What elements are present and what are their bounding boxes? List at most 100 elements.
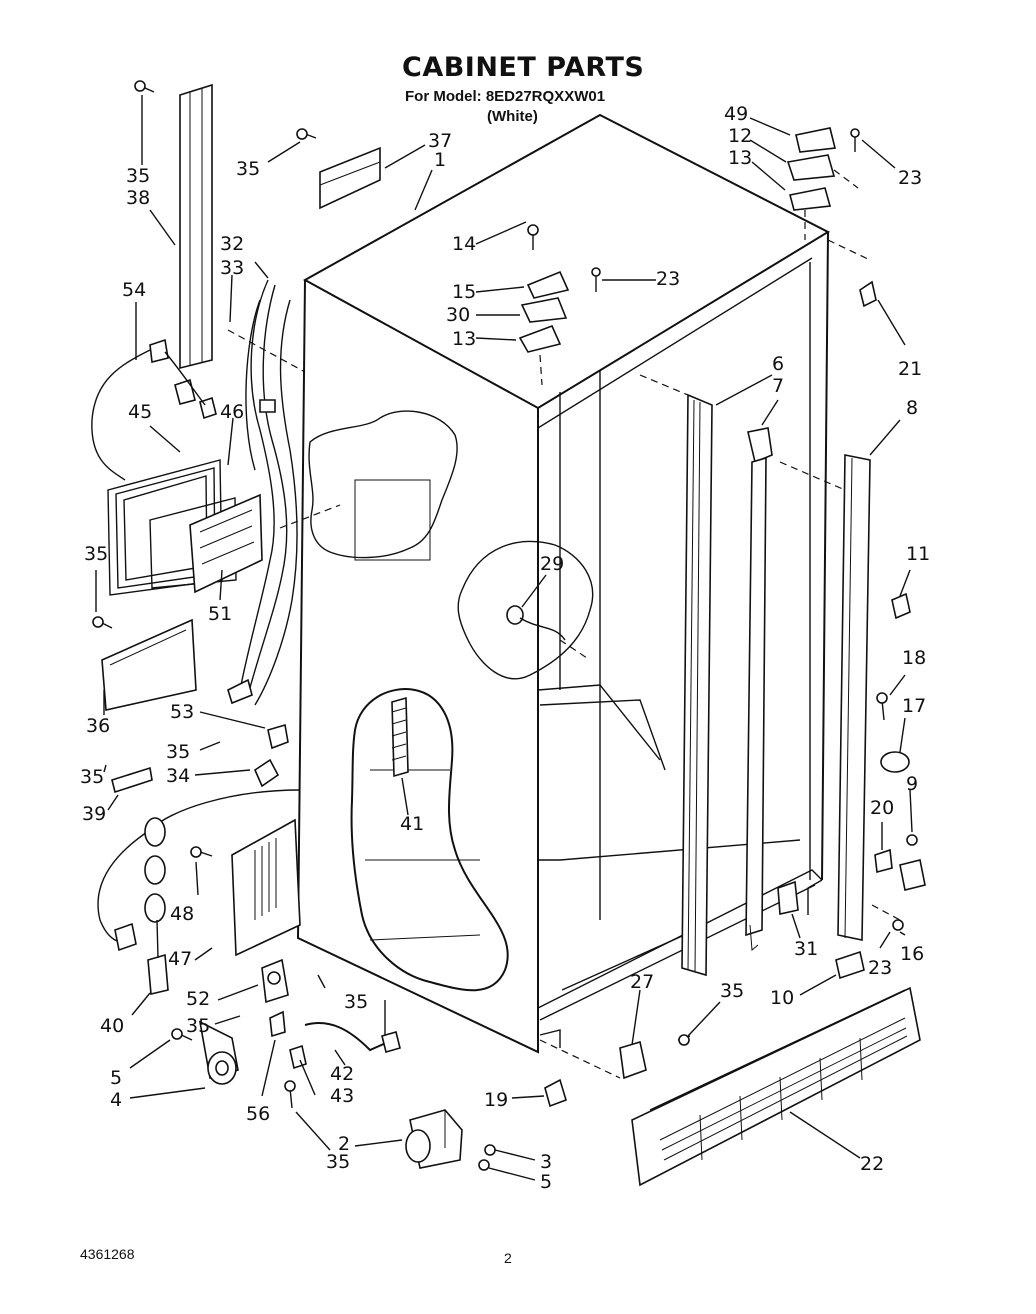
hinge-20 <box>874 834 926 891</box>
clip-56 <box>269 1010 286 1038</box>
callout-35: 35 <box>326 1151 350 1173</box>
callout-52: 52 <box>186 988 210 1010</box>
callout-54: 54 <box>122 279 146 301</box>
callout-22: 22 <box>860 1153 884 1175</box>
callout-30: 30 <box>446 304 470 326</box>
callout-19: 19 <box>484 1089 508 1111</box>
callout-13: 13 <box>452 328 476 350</box>
callout-39: 39 <box>82 803 106 825</box>
harness-54 <box>91 338 217 481</box>
insulation-pad-46 <box>189 493 263 594</box>
callout-31: 31 <box>794 938 818 960</box>
callout-43: 43 <box>330 1085 354 1107</box>
vertical-rail-38 <box>179 83 213 370</box>
clamp-43 <box>289 1044 307 1070</box>
screws-3-5 <box>478 1144 496 1171</box>
breaker-strip-8 <box>837 454 871 941</box>
callout-34: 34 <box>166 765 190 787</box>
base-grille-22 <box>631 986 921 1187</box>
callout-56: 56 <box>246 1103 270 1125</box>
callout-23: 23 <box>656 268 680 290</box>
bracket-52 <box>261 958 289 1004</box>
cabinet-shell <box>296 113 831 1054</box>
callout-48: 48 <box>170 903 194 925</box>
water-tube-42 <box>304 1000 401 1053</box>
callout-5: 5 <box>540 1171 552 1193</box>
callout-23: 23 <box>898 167 922 189</box>
callout-7: 7 <box>772 375 784 397</box>
screw-16-23 <box>892 919 904 931</box>
callout-14: 14 <box>452 233 476 255</box>
hinge-pin-17 <box>876 692 910 773</box>
bracket-31 <box>777 880 799 915</box>
clamp-34 <box>253 758 280 788</box>
page-title: CABINET PARTS <box>402 52 645 83</box>
callout-35: 35 <box>126 165 150 187</box>
hinge-stack-center <box>518 224 601 386</box>
callout-2: 2 <box>338 1133 350 1155</box>
callout-21: 21 <box>898 358 922 380</box>
callout-labels: 35 38 35 37 1 32 33 54 45 46 35 51 53 36… <box>80 103 930 1193</box>
callout-35: 35 <box>720 980 744 1002</box>
bracket-39 <box>111 766 153 794</box>
screw-5-left <box>171 1028 193 1041</box>
roller-4 <box>198 1020 239 1085</box>
callout-49: 49 <box>724 103 748 125</box>
hinge-stack-right <box>786 127 860 240</box>
callout-23: 23 <box>868 957 892 979</box>
callout-13: 13 <box>728 147 752 169</box>
door-strip-6 <box>681 393 713 977</box>
insulation-cutaway <box>308 410 594 992</box>
clip-53 <box>267 723 289 750</box>
control-housing-47 <box>231 818 301 957</box>
callout-45: 45 <box>128 401 152 423</box>
document-number: 4361268 <box>80 1246 135 1262</box>
power-cord-40 <box>97 789 301 995</box>
callout-35: 35 <box>84 543 108 565</box>
assembly-lines <box>227 239 901 1079</box>
leader-lines <box>95 95 913 1181</box>
callout-5: 5 <box>110 1067 122 1089</box>
callout-15: 15 <box>452 281 476 303</box>
bracket-27 <box>619 1034 691 1080</box>
screw-35-top <box>134 80 155 93</box>
screw-35-bottom <box>284 1080 296 1109</box>
model-number: For Model: 8ED27RQXXW01 <box>405 88 606 105</box>
callout-32: 32 <box>220 233 244 255</box>
clip-11 <box>891 592 911 620</box>
callout-46: 46 <box>220 401 244 423</box>
callout-10: 10 <box>770 987 794 1009</box>
callout-18: 18 <box>902 647 926 669</box>
callout-35: 35 <box>166 741 190 763</box>
block-10 <box>835 950 865 980</box>
callout-9: 9 <box>906 773 918 795</box>
callout-37: 37 <box>428 130 452 152</box>
callout-35: 35 <box>80 766 104 788</box>
page-number: 2 <box>504 1250 512 1266</box>
heater-strip-7 <box>745 427 773 952</box>
callout-53: 53 <box>170 701 194 723</box>
callout-11: 11 <box>906 543 930 565</box>
color-variant: (White) <box>487 108 538 125</box>
callout-17: 17 <box>902 695 926 717</box>
screw-48 <box>190 846 213 858</box>
callout-20: 20 <box>870 797 894 819</box>
callout-33: 33 <box>220 257 244 279</box>
callout-4: 4 <box>110 1089 122 1111</box>
clip-19 <box>544 1078 567 1108</box>
callout-38: 38 <box>126 187 150 209</box>
roller-2 <box>405 1109 463 1169</box>
cover-plate-36 <box>101 618 197 711</box>
callout-36: 36 <box>86 715 110 737</box>
wiring-harness <box>227 279 298 706</box>
callout-51: 51 <box>208 603 232 625</box>
clip-21 <box>859 280 877 308</box>
callout-16: 16 <box>900 943 924 965</box>
spring-41 <box>391 696 409 778</box>
callout-47: 47 <box>168 948 192 970</box>
screw-35-bracket <box>296 128 317 140</box>
callout-3: 3 <box>540 1151 552 1173</box>
callout-6: 6 <box>772 353 784 375</box>
callout-29: 29 <box>540 553 564 575</box>
callout-41: 41 <box>400 813 424 835</box>
